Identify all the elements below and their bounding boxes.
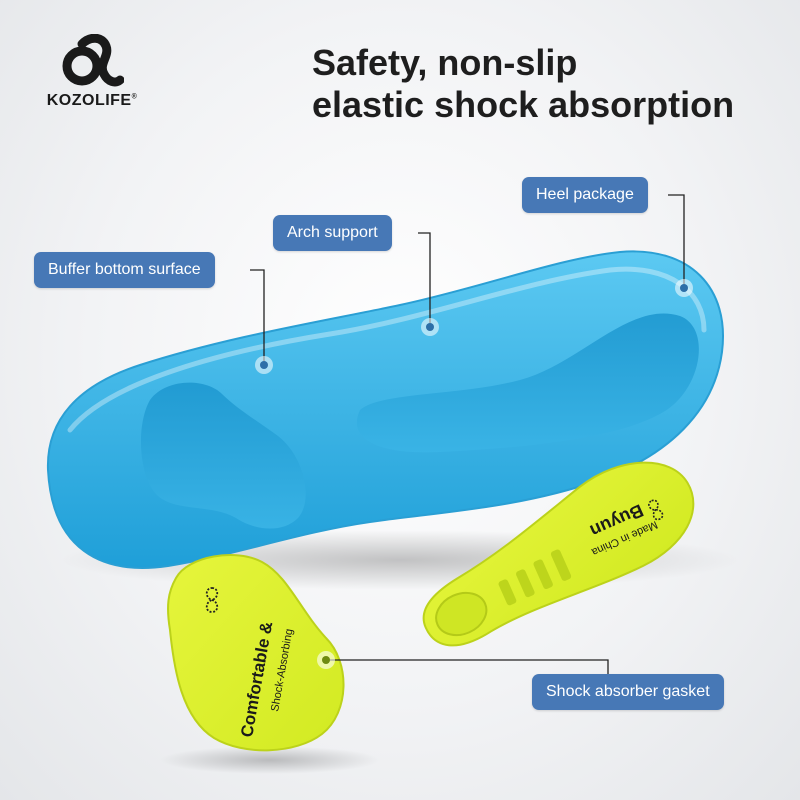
- callout-heel-package: Heel package: [522, 177, 648, 213]
- heel-pad: Buyun Made in China: [422, 461, 695, 647]
- heel-pocket: [356, 313, 699, 453]
- callout-buffer-bottom-surface: Buffer bottom surface: [34, 252, 215, 288]
- headline-line-2: elastic shock absorption: [312, 84, 735, 125]
- infinity-icon: [648, 499, 664, 521]
- kozolife-logo-icon: [62, 34, 124, 87]
- brand-logo: KOZOLIFE®: [32, 34, 152, 110]
- callout-markers: [255, 279, 693, 669]
- headline: Safety, non-slip elastic shock absorptio…: [312, 42, 734, 126]
- brand-name: KOZOLIFE®: [46, 92, 138, 109]
- forefoot-pocket: [140, 382, 306, 529]
- forefoot-pad: Comfortable & Shock-Absorbing: [167, 554, 345, 752]
- callout-shock-absorber-gasket: Shock absorber gasket: [532, 674, 724, 710]
- headline-line-1: Safety, non-slip: [312, 42, 578, 83]
- callout-arch-support: Arch support: [273, 215, 392, 251]
- infinity-icon: [205, 587, 219, 613]
